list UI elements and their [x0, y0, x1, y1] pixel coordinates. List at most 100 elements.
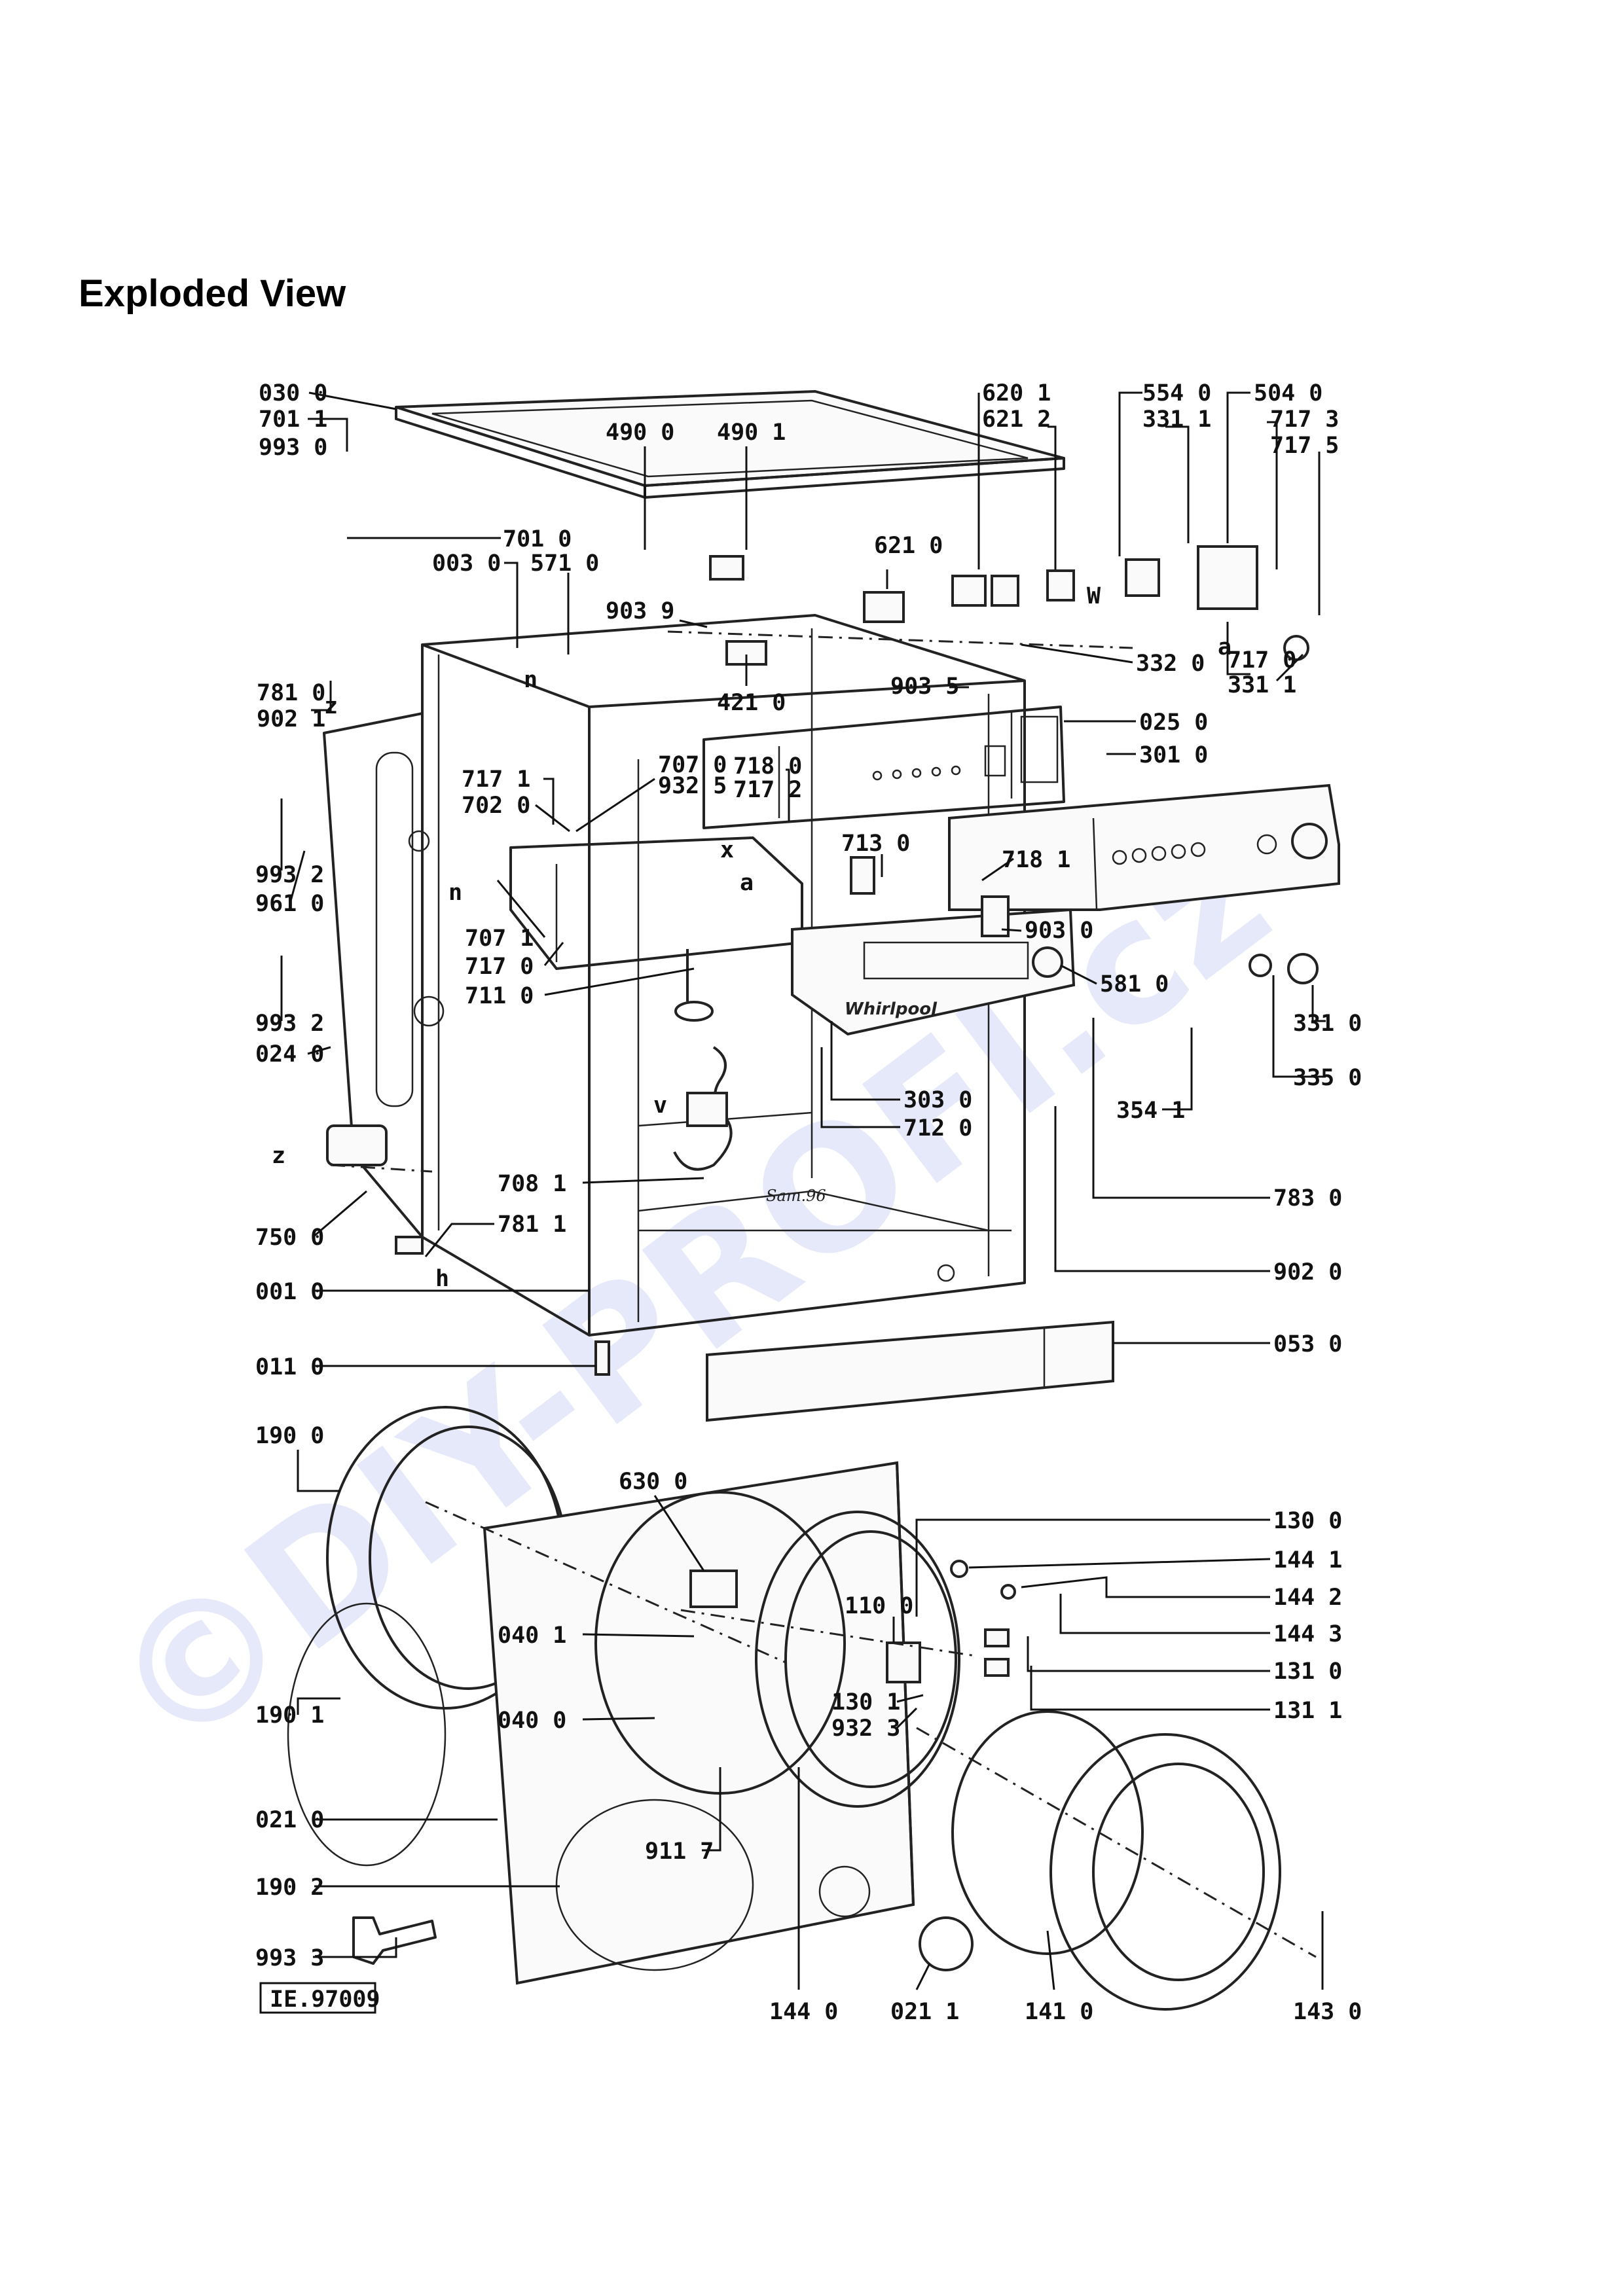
part-label: 354 1: [1116, 1098, 1185, 1124]
part-label: 932 3: [831, 1715, 900, 1742]
part-label: 190 0: [255, 1423, 324, 1449]
part-label: 332 0: [1136, 651, 1205, 677]
part-label: 993 0: [259, 435, 327, 461]
page-title: Exploded View: [79, 272, 346, 315]
part-label: 781 0: [257, 680, 325, 706]
part-label: 781 1: [498, 1211, 566, 1238]
leader-lines: [280, 391, 1326, 1990]
part-label: 144 1: [1273, 1547, 1342, 1573]
reference-box: IE.97009: [259, 1982, 380, 2014]
part-label: 717 2: [733, 777, 802, 803]
part-label: 130 1: [831, 1689, 900, 1715]
exploded-axes: [330, 630, 1317, 1958]
part-label: 718 1: [1002, 847, 1070, 873]
part-label: 903 9: [606, 598, 674, 624]
control-panel-bracket: [702, 706, 1065, 829]
part-label: 717 0: [1228, 647, 1296, 673]
callout-letter: W: [1087, 583, 1101, 609]
part-label: 331 1: [1228, 672, 1296, 698]
part-label: 571 0: [530, 550, 599, 577]
part-label: 993 3: [255, 1945, 324, 1971]
callout-letter: z: [272, 1143, 285, 1169]
part-label: 903 5: [890, 673, 959, 700]
part-label: 712 0: [903, 1115, 972, 1141]
part-label: 030 0: [259, 380, 327, 406]
part-label: 053 0: [1273, 1331, 1342, 1357]
part-label: 717 3: [1270, 406, 1339, 433]
part-label: 331 1: [1142, 406, 1211, 433]
part-label: 711 0: [465, 983, 534, 1009]
cabinet-frame: Sam.96: [421, 614, 1026, 1336]
part-label: 110 0: [845, 1593, 913, 1619]
part-label: 630 0: [619, 1469, 687, 1495]
part-label: 932 5: [658, 773, 727, 799]
part-label: 701 1: [259, 406, 327, 433]
part-label: 783 0: [1273, 1185, 1342, 1211]
part-label: 011 0: [255, 1354, 324, 1380]
callout-letter: n: [448, 880, 462, 906]
part-label: 301 0: [1139, 742, 1208, 768]
part-label: 911 7: [645, 1839, 714, 1865]
part-label: 143 0: [1293, 1999, 1362, 2025]
part-labels: 030 0 701 1 993 0 701 0 003 0 571 0 490 …: [255, 380, 1362, 2025]
callout-letter: n: [524, 667, 538, 693]
part-label: 144 2: [1273, 1585, 1342, 1611]
callout-letter: z: [324, 693, 338, 719]
part-label: 040 0: [498, 1708, 566, 1734]
small-components: [326, 545, 1319, 1971]
part-label: 702 0: [462, 793, 530, 819]
part-label: 131 0: [1273, 1659, 1342, 1685]
part-label: 504 0: [1254, 380, 1322, 406]
part-label: 620 1: [982, 380, 1051, 406]
callout-letter: v: [653, 1092, 667, 1119]
part-label: 554 0: [1142, 380, 1211, 406]
callout-letter: x: [720, 837, 734, 863]
part-label: 021 1: [890, 1999, 959, 2025]
part-label: 717 1: [462, 766, 530, 793]
part-label: 190 1: [255, 1702, 324, 1729]
part-label: 190 2: [255, 1874, 324, 1901]
part-label: 902 0: [1273, 1259, 1342, 1285]
callout-letter: h: [435, 1266, 449, 1292]
part-label: 707 0: [658, 752, 727, 778]
part-label: 335 0: [1293, 1065, 1362, 1091]
part-label: 003 0: [432, 550, 501, 577]
part-label: 902 1: [257, 706, 325, 732]
part-label: 993 2: [255, 862, 324, 888]
part-label: 490 1: [717, 420, 786, 446]
door-bracket: [706, 1320, 1114, 1422]
part-label: 141 0: [1025, 1999, 1093, 2025]
part-label: 717 5: [1270, 433, 1339, 459]
part-label: 713 0: [841, 831, 910, 857]
part-label: 130 0: [1273, 1508, 1342, 1534]
part-label: 961 0: [255, 891, 324, 917]
detergent-dispenser: Whirlpool: [509, 836, 1076, 1171]
part-label: 024 0: [255, 1041, 324, 1067]
part-label: 144 3: [1273, 1621, 1342, 1647]
brand-logo: Whirlpool: [845, 999, 938, 1019]
part-label: 708 1: [498, 1171, 566, 1197]
part-label: 993 2: [255, 1011, 324, 1037]
part-label: 040 1: [498, 1623, 566, 1649]
part-label: 717 0: [465, 954, 534, 980]
callout-letter: a: [1218, 634, 1231, 660]
part-label: 144 0: [769, 1999, 838, 2025]
part-label: 025 0: [1139, 709, 1208, 736]
part-label: 581 0: [1100, 971, 1169, 997]
part-label: 001 0: [255, 1279, 324, 1305]
part-label: 421 0: [717, 690, 786, 716]
part-label: 490 0: [606, 420, 674, 446]
part-label: 621 0: [874, 533, 943, 559]
reference-code: IE.97009: [270, 1986, 380, 2013]
door-ring: [755, 1511, 960, 1808]
part-label: 021 0: [255, 1807, 324, 1833]
part-label: 707 1: [465, 925, 534, 952]
door-glass: [951, 1710, 1281, 2011]
front-control-panel: [948, 783, 1340, 911]
part-label: 750 0: [255, 1225, 324, 1251]
part-label: 331 0: [1293, 1011, 1362, 1037]
part-label: 131 1: [1273, 1698, 1342, 1724]
part-label: 718 0: [733, 753, 802, 780]
cabinet-stamp: Sam.96: [766, 1187, 826, 1205]
